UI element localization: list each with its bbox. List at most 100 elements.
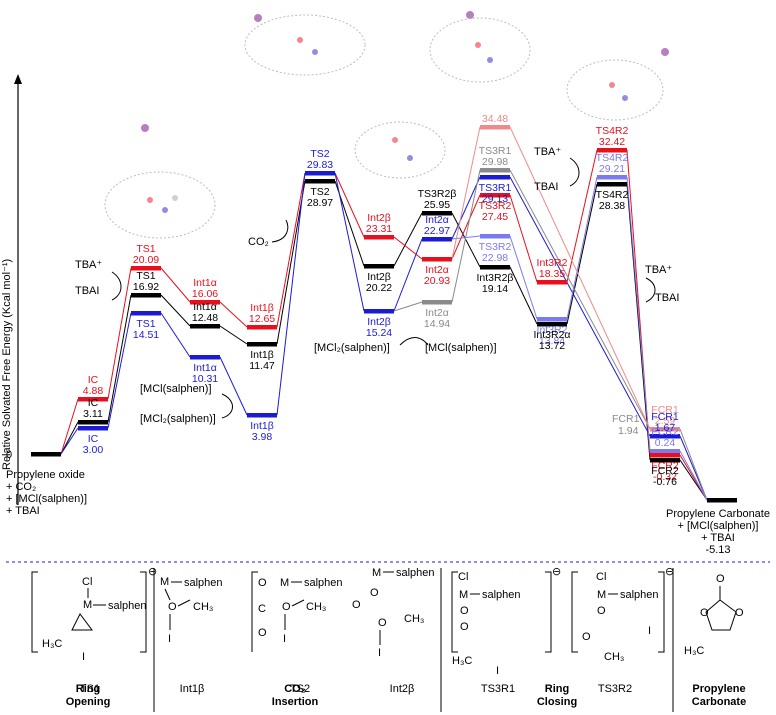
tba-left-arrow — [111, 271, 122, 301]
level-label-TS4R2_red: 32.42 — [599, 136, 625, 148]
level-bar-Int3R2b_black — [480, 265, 510, 270]
level-label-TS1_black: TS1 — [136, 270, 155, 282]
level-label-Int1b_black: 11.47 — [249, 360, 275, 372]
level-bar-FCR2_black — [650, 458, 680, 463]
level-label-Int2b_blue: Int2β — [367, 316, 391, 328]
molecule-render-ts1 — [104, 124, 216, 239]
level-bar-TS1_black — [131, 293, 161, 298]
svg-text:I: I — [496, 665, 499, 677]
level-label-IC_black: 3.11 — [83, 408, 103, 420]
level-label-Int2b_black: 20.22 — [366, 282, 392, 294]
level-label-FCR2_black: -0.76 — [653, 476, 677, 488]
start-label: Propylene oxide + CO₂ + [MCl(salphen)] +… — [6, 469, 87, 517]
section-title: Ring — [76, 683, 100, 695]
connector-line — [626, 183, 651, 461]
level-bar-Int2b_red — [364, 235, 394, 240]
level-label-FCR2_black: FCR2 — [651, 465, 679, 477]
svg-text:salphen: salphen — [620, 589, 659, 601]
co2-arrow — [271, 219, 289, 243]
connector-line — [626, 176, 651, 452]
level-label-TS1_blue: TS1 — [136, 318, 155, 330]
level-label-IC_red: IC — [88, 374, 99, 386]
section-title: CO₂ — [284, 683, 306, 695]
level-bar-Int3R2_red — [537, 280, 567, 285]
bracket-ts1 — [31, 571, 147, 653]
structure-name: TS2 — [290, 683, 310, 695]
level-label-TS3R2_lblue: 22.98 — [482, 252, 508, 264]
connector-line — [509, 169, 651, 430]
svg-text:M: M — [459, 589, 468, 601]
level-bar-Int3R2_lblue — [537, 317, 567, 322]
mcl-left-arrow — [221, 393, 233, 419]
level-label-FCR2_lblue: 0.24 — [655, 437, 676, 449]
connector-line — [393, 301, 423, 312]
level-label-Int2b_red: Int2β — [367, 212, 391, 224]
connector-line — [679, 450, 708, 501]
structure-name: Int2β — [390, 683, 415, 695]
level-label-Int3R2_lblue: Int3R2 — [537, 324, 568, 336]
svg-text:O: O — [597, 605, 606, 617]
level-bar-Int2a_gray — [422, 300, 452, 305]
svg-text:salphen: salphen — [482, 589, 521, 601]
level-bar-Int2a_blue — [422, 237, 452, 242]
level-label-FCR_red: -0.32 — [653, 471, 677, 483]
level-bar-TS3R1_gray — [480, 168, 510, 173]
level-label-TS1_blue: 14.51 — [133, 329, 159, 341]
connector-line — [219, 325, 248, 345]
level-bar-FCR1_pink — [650, 427, 680, 432]
level-bar-Int2a_red — [422, 257, 452, 262]
level-label-Int2a_blue: 22.97 — [424, 225, 450, 237]
level-label-Int1b_red: Int1β — [250, 302, 274, 314]
level-bar-Int1a_black — [190, 324, 220, 329]
svg-text:O: O — [378, 617, 387, 629]
svg-text:Propylene Carbonate: Propylene Carbonate — [666, 508, 770, 520]
level-label-TS3R2_lblue: TS3R2 — [479, 241, 512, 253]
svg-text:O: O — [370, 587, 379, 599]
connector-line — [451, 176, 481, 240]
mcl-mid-arrow — [399, 337, 429, 346]
structure-name: TS3R1 — [481, 683, 515, 695]
svg-text:CH₃: CH₃ — [193, 601, 213, 613]
level-label-FCR1_blue: FCR1 — [651, 411, 679, 423]
connector-line — [107, 267, 132, 400]
level-label-TS3R2_red: TS3R2 — [479, 200, 512, 212]
level-bar-PC — [707, 498, 737, 503]
svg-text:I: I — [168, 633, 171, 645]
svg-text:M: M — [372, 567, 381, 579]
level-label-TS1_red: TS1 — [136, 243, 155, 255]
level-bar-Int1b_blue — [247, 413, 277, 418]
svg-text:M: M — [280, 577, 289, 589]
level-label-Int1b_black: Int1β — [250, 349, 274, 361]
svg-text:O: O — [582, 631, 591, 643]
section-title: Opening — [66, 696, 111, 708]
level-label-IC_red: 4.88 — [83, 385, 104, 397]
level-bar-TS3R2_lblue — [480, 234, 510, 239]
fcr1-gray-value: 1.94 — [618, 425, 639, 437]
connector-line — [393, 236, 423, 260]
connector-line — [219, 301, 248, 328]
tba-right-bottom: TBAI — [655, 292, 679, 304]
energy-level-labels: IC4.88IC3.11IC3.00TS120.09TS116.92TS114.… — [83, 113, 679, 488]
svg-text:H₃C: H₃C — [42, 638, 62, 650]
level-label-FCR1_blue: 1.67 — [655, 422, 676, 434]
svg-text:I: I — [82, 651, 85, 663]
molecule-render-ts2 — [244, 14, 366, 76]
level-label-TS3R1_blue: 29.13 — [482, 193, 508, 205]
tba-mid-bottom: TBAI — [534, 181, 558, 193]
structure-name: TS1 — [80, 683, 100, 695]
level-label-TS1_red: 20.09 — [133, 254, 159, 266]
level-label-TS3R2b_black: 25.95 — [424, 199, 450, 211]
connector-line — [60, 427, 79, 455]
connector-line — [334, 172, 365, 312]
bracket-ts2 — [251, 571, 258, 652]
level-bar-Int1b_red — [247, 325, 277, 330]
tba-right-top: TBA⁺ — [645, 264, 672, 276]
structure-ts2: O M salphen C O CH₃ O I — [258, 577, 343, 645]
connector-line — [60, 421, 79, 455]
level-bar-TS3R1_pink — [480, 125, 510, 130]
structure-int1b: M salphen O CH₃ I — [160, 576, 223, 645]
connector-line — [566, 176, 598, 320]
structure-name: Int1β — [180, 683, 205, 695]
level-label-TS2_blue: 29.83 — [307, 159, 333, 171]
